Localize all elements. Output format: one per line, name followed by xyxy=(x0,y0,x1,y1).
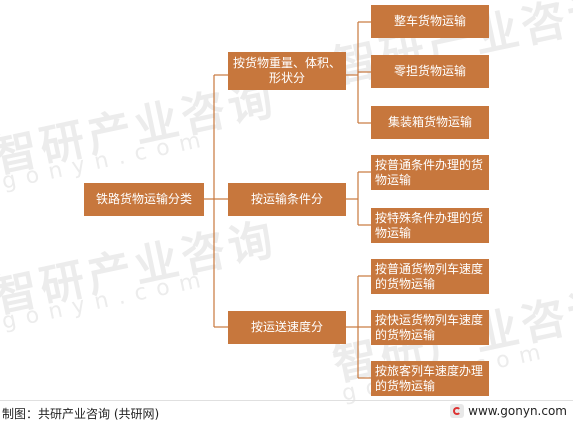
source-caption: 制图：共研产业咨询 (共研网) xyxy=(2,407,160,421)
leaf-node-less-than-carload: 零担货物运输 xyxy=(371,55,489,88)
leaf-node-passenger-train-speed: 按旅客列车速度办理的货物运输 xyxy=(371,361,489,396)
root-node: 铁路货物运输分类 xyxy=(84,183,204,216)
category-node-delivery-speed: 按运送速度分 xyxy=(228,311,346,344)
category-node-transport-condition: 按运输条件分 xyxy=(228,183,346,216)
category-node-weight-volume-shape: 按货物重量、体积、形状分 xyxy=(228,52,346,90)
footer-website: www.gonyn.com xyxy=(450,404,567,418)
leaf-node-special-condition: 按特殊条件办理的货物运输 xyxy=(371,208,489,243)
footer-divider xyxy=(0,400,573,401)
gonyn-logo-icon xyxy=(450,404,465,418)
leaf-node-carload: 整车货物运输 xyxy=(371,5,489,38)
leaf-node-ordinary-condition: 按普通条件办理的货物运输 xyxy=(371,155,489,190)
leaf-node-container: 集装箱货物运输 xyxy=(371,106,489,139)
leaf-node-ordinary-train-speed: 按普通货物列车速度的货物运输 xyxy=(371,259,489,294)
website-text[interactable]: www.gonyn.com xyxy=(468,404,567,418)
leaf-node-express-train-speed: 按快运货物列车速度的货物运输 xyxy=(371,310,489,345)
